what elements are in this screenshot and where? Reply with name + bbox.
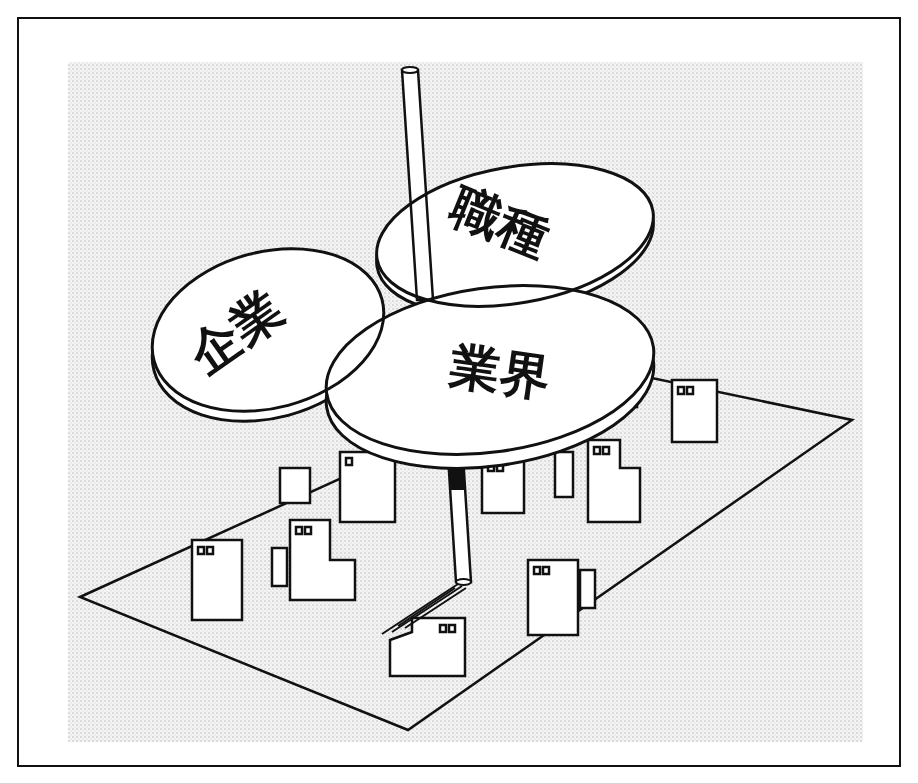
disk-ellipse xyxy=(315,266,665,474)
disk-label: 企業 xyxy=(181,283,292,381)
pole-shadow xyxy=(382,584,466,634)
disk-ellipse xyxy=(134,224,402,436)
upper-pole xyxy=(402,67,433,300)
category-disk: 企業 xyxy=(110,212,426,448)
disk-ellipse xyxy=(365,144,664,327)
category-disk: 職種 xyxy=(335,127,695,343)
disks xyxy=(134,144,665,488)
disk-label: 業界 xyxy=(447,340,553,403)
category-disk: 業界 xyxy=(285,248,695,492)
stipple-ground xyxy=(68,62,863,742)
disk-label: 職種 xyxy=(444,180,555,264)
frame xyxy=(18,18,900,766)
